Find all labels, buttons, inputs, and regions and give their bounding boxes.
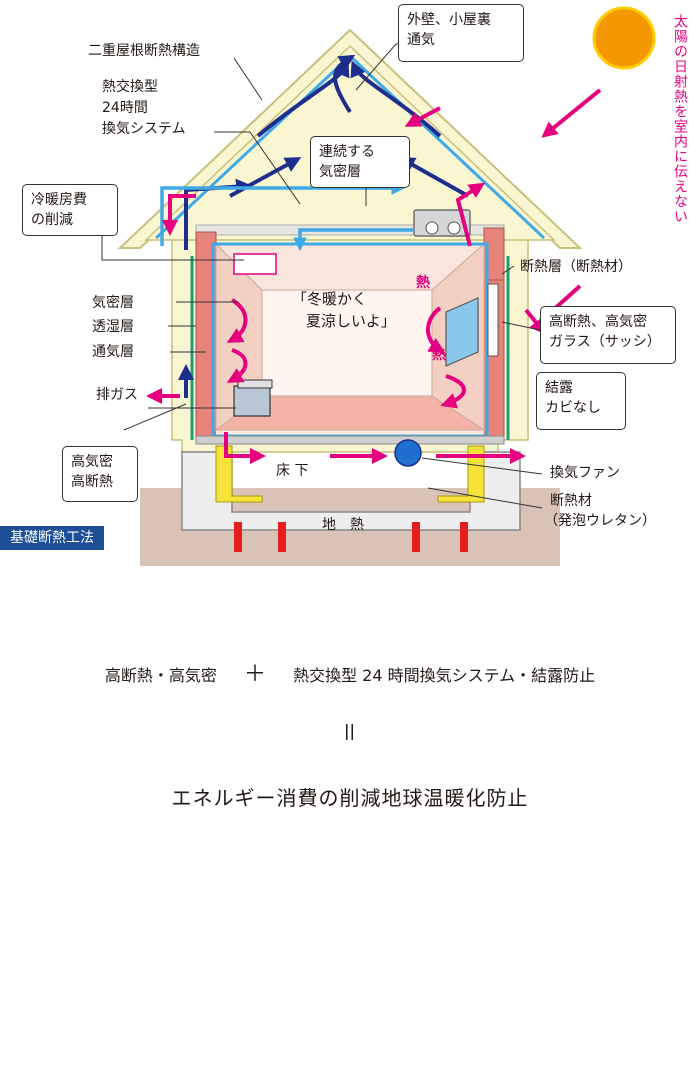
room-quote-line-1: 「冬暖かく [292,290,368,308]
outer-wall-callout-line-2: 通気 [407,32,435,48]
heating-cost-callout: 冷暖房費 の削減 [22,184,118,236]
foam-label-2: （発泡ウレタン） [544,513,656,529]
airtight-label: 気密層 [92,295,134,311]
insulation-layer-label: 断熱層（断熱材） [520,259,632,275]
geothermal-bars [234,522,468,552]
house-diagram [87,6,656,566]
formula-left: 高断熱・高気密 [104,666,217,685]
sun-heat-text: 太陽の日射熱を室内に伝えない [672,14,688,224]
roof [117,28,583,249]
foundation-insulation-tag: 基礎断熱工法 [0,526,104,550]
ventilation-fan [394,439,422,467]
formula-result: エネルギー消費の削減地球温暖化防止 [171,786,529,810]
exhaust-label: 排ガス [96,387,138,403]
airtight-insulation-line-1: 高気密 [71,454,113,470]
room-quote-line-2: 夏涼しいよ」 [306,312,396,330]
heat-label-2: 熱 [432,347,446,363]
airtight-continuous-callout: 連続する 気密層 [310,136,410,188]
condensation-callout-line-1: 結露 [545,380,573,396]
heating-cost-line-1: 冷暖房費 [31,192,87,208]
air-conditioner [233,253,277,275]
diagram-stage: 二重屋根断熱構造 熱交換型 24時間 換気システム 気密層 透湿層 通気層 排ガ… [0,4,700,810]
exhaust-unit [233,385,271,417]
airtight-insulation-callout: 高気密 高断熱 [62,446,138,502]
double-roof-label: 二重屋根断熱構造 [88,43,200,59]
foam-label-1: 断熱材 [550,493,592,509]
formula-right: 熱交換型 24 時間換気システム・結露防止 [293,666,596,685]
glass-callout-line-2: ガラス（サッシ） [549,334,661,350]
fan-label: 換気ファン [550,465,620,481]
geothermal-label: 地 熱 [322,517,364,533]
foam-insulation-right [437,445,485,503]
airtight-continuous-line-2: 気密層 [319,164,361,180]
condensation-callout: 結露 カビなし [536,372,626,430]
window-frame [487,283,499,357]
ventilation-unit-port-1 [425,221,439,235]
floor-slab [195,435,505,445]
ventilation-system-label-2: 24時間 [102,100,148,116]
roof-airtight-line-right [348,54,546,240]
roof-airtight-line-left [154,54,352,240]
outer-wall-callout-line-1: 外壁、小屋裏 [407,12,491,28]
ventilation-system-label-3: 換気システム [102,121,186,137]
leader-lines [87,43,543,509]
vent-layer-label: 通気層 [92,344,134,360]
sun [592,6,656,70]
ventilation-system-label-1: 熱交換型 [102,79,158,95]
foam-insulation-left [215,445,263,503]
outer-wall-callout: 外壁、小屋裏 通気 [398,4,524,62]
ventilation-unit-port-2 [447,221,461,235]
heat-label-1: 熱 [416,275,430,291]
window [445,297,479,367]
moisture-label: 透湿層 [92,319,134,335]
condensation-callout-line-2: カビなし [545,400,601,416]
heating-cost-line-2: の削減 [31,212,73,228]
formula-equals: ＝ [335,720,360,743]
glass-callout: 高断熱、高気密 ガラス（サッシ） [540,306,676,364]
formula-line: 高断熱・高気密 ＋ 熱交換型 24 時間換気システム・結露防止 [0,656,700,688]
exhaust-unit-top [237,379,273,389]
airtight-continuous-line-1: 連続する [319,144,375,160]
formula-plus: ＋ [243,662,266,687]
glass-callout-line-1: 高断熱、高気密 [549,314,647,330]
underfloor-label: 床 下 [276,463,309,479]
airtight-insulation-line-2: 高断熱 [71,474,113,490]
